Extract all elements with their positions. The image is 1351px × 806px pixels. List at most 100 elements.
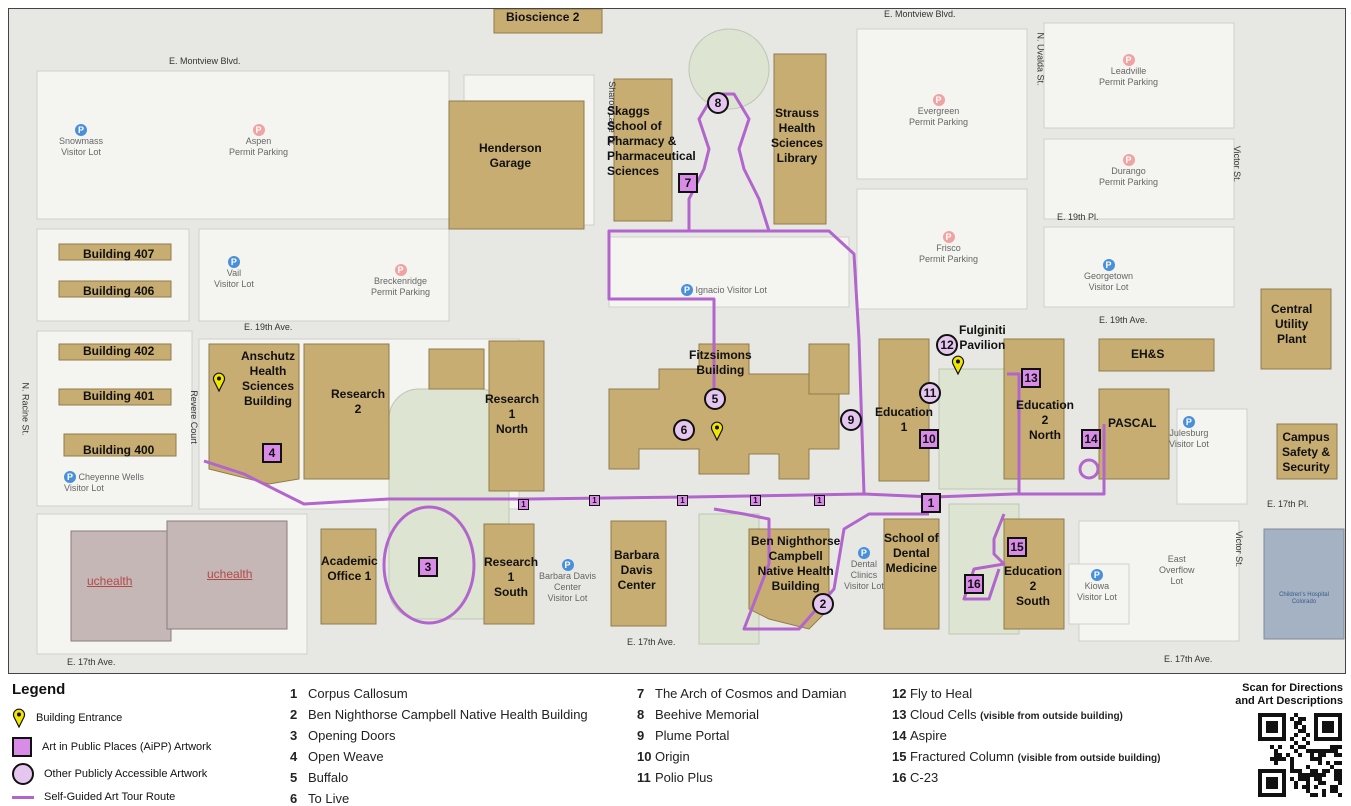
artwork-title: Plume Portal bbox=[655, 728, 730, 743]
art-marker-4[interactable]: 4 bbox=[262, 443, 282, 463]
artwork-title: The Arch of Cosmos and Damian bbox=[655, 686, 847, 701]
artwork-number: 11 bbox=[637, 770, 651, 785]
art-marker-15[interactable]: 15 bbox=[1007, 537, 1027, 557]
parking-public-icon: P bbox=[1182, 416, 1195, 428]
artwork-number: 8 bbox=[637, 707, 645, 722]
parking-public-icon: P bbox=[1102, 259, 1115, 271]
building-barbara-davis: Barbara Davis Center bbox=[614, 548, 660, 592]
art-marker-1[interactable]: 1 bbox=[518, 499, 529, 510]
art-marker-7[interactable]: 7 bbox=[678, 173, 698, 193]
legend-label: Building Entrance bbox=[36, 712, 123, 724]
lot-cheyenne-wells: P Cheyenne Wells Visitor Lot bbox=[64, 471, 144, 493]
parking-permit-icon: P bbox=[1122, 54, 1135, 66]
art-marker-8[interactable]: 8 bbox=[707, 92, 729, 114]
art-marker-9[interactable]: 9 bbox=[840, 409, 862, 431]
street-e17th-ave-right: E. 17th Ave. bbox=[1164, 654, 1213, 664]
artwork-number: 14 bbox=[892, 728, 907, 743]
art-marker-13[interactable]: 13 bbox=[1021, 368, 1041, 388]
art-marker-1[interactable]: 1 bbox=[921, 493, 941, 513]
parking-public-icon: P bbox=[857, 547, 870, 559]
building-education2-north: Education 2 North bbox=[1016, 398, 1075, 442]
building-central-utility: Central Utility Plant bbox=[1271, 302, 1313, 346]
parking-permit-icon: P bbox=[942, 231, 955, 243]
artwork-title: Ben Nighthorse Campbell Native Health Bu… bbox=[308, 707, 588, 722]
art-marker-11[interactable]: 11 bbox=[919, 382, 941, 404]
art-marker-3[interactable]: 3 bbox=[418, 557, 438, 577]
parking-permit-icon: P bbox=[394, 264, 407, 276]
artwork-number: 6 bbox=[290, 791, 298, 806]
childrens-hospital-text: Children's Hospital Colorado bbox=[1279, 592, 1329, 605]
artwork-number: 16 bbox=[892, 770, 907, 785]
building-anschutz: Anschutz Health Sciences Building bbox=[241, 349, 295, 408]
artwork-number: 13 bbox=[892, 707, 907, 722]
artwork-title: Fractured Column bbox=[910, 749, 1015, 764]
street-n-uvalda: N. Uvalda St. bbox=[1035, 32, 1046, 86]
parking-permit-icon: P bbox=[1122, 154, 1135, 166]
street-e19th-ave-right: E. 19th Ave. bbox=[1099, 315, 1148, 325]
art-marker-1[interactable]: 1 bbox=[750, 495, 761, 506]
artwork-title: Buffalo bbox=[308, 770, 349, 785]
artwork-title: Origin bbox=[655, 749, 690, 764]
artwork-title: Beehive Memorial bbox=[655, 707, 760, 722]
building-dental: School of Dental Medicine bbox=[884, 531, 939, 575]
art-marker-5[interactable]: 5 bbox=[704, 388, 726, 410]
artwork-number: 9 bbox=[637, 728, 645, 743]
parking-permit-icon: P bbox=[252, 124, 265, 136]
building-strauss-library: Strauss Health Sciences Library bbox=[771, 106, 824, 165]
art-marker-6[interactable]: 6 bbox=[673, 419, 695, 441]
building-academic-office: Academic Office 1 bbox=[321, 554, 378, 583]
artwork-number: 10 bbox=[637, 749, 652, 764]
lot-ignacio: P Ignacio Visitor Lot bbox=[681, 284, 767, 296]
legend-entry-route: Self-Guided Art Tour Route bbox=[12, 791, 175, 803]
building-campus-safety: Campus Safety & Security bbox=[1282, 430, 1331, 474]
artwork-title: Corpus Callosum bbox=[308, 686, 408, 701]
lot-east-overflow: East Overflow Lot bbox=[1159, 554, 1195, 586]
artwork-number: 12 bbox=[892, 686, 907, 701]
aipp-square-icon bbox=[12, 737, 32, 757]
building-education1: Education 1 bbox=[875, 405, 934, 434]
parking-public-icon: P bbox=[681, 284, 693, 296]
building-entrance-pin bbox=[951, 355, 965, 375]
art-marker-2[interactable]: 2 bbox=[812, 593, 834, 615]
art-marker-16[interactable]: 16 bbox=[964, 574, 984, 594]
art-marker-12[interactable]: 12 bbox=[936, 334, 958, 356]
artwork-number: 3 bbox=[290, 728, 298, 743]
art-marker-10[interactable]: 10 bbox=[919, 429, 939, 449]
art-marker-14[interactable]: 14 bbox=[1081, 429, 1101, 449]
legend-label: Art in Public Places (AiPP) Artwork bbox=[42, 741, 212, 753]
street-n-racine: N. Racine St. bbox=[20, 382, 31, 436]
map-base bbox=[36, 9, 1345, 655]
art-marker-1[interactable]: 1 bbox=[677, 495, 688, 506]
building-406: Building 406 bbox=[83, 284, 155, 298]
art-marker-1[interactable]: 1 bbox=[814, 495, 825, 506]
building-407: Building 407 bbox=[83, 247, 155, 261]
campus-map: E. Montview Blvd. E. Montview Blvd. Shar… bbox=[8, 8, 1346, 674]
street-montview-left: E. Montview Blvd. bbox=[169, 56, 241, 66]
street-montview-top: E. Montview Blvd. bbox=[884, 9, 956, 19]
art-marker-1[interactable]: 1 bbox=[589, 495, 600, 506]
artwork-list-item: 1 Corpus Callosum bbox=[290, 686, 408, 701]
building-entrance-pin bbox=[212, 372, 226, 392]
artwork-number: 5 bbox=[290, 770, 298, 785]
legend-entry-entrance: Building Entrance bbox=[12, 708, 122, 728]
street-victor-top: Victor St. bbox=[1232, 145, 1243, 183]
street-e17th-ave-mid: E. 17th Ave. bbox=[627, 637, 676, 647]
building-400: Building 400 bbox=[83, 443, 155, 457]
qr-code-icon[interactable] bbox=[1258, 713, 1342, 797]
building-uchealth-1: uchealth bbox=[87, 574, 133, 588]
artwork-number: 1 bbox=[290, 686, 298, 701]
